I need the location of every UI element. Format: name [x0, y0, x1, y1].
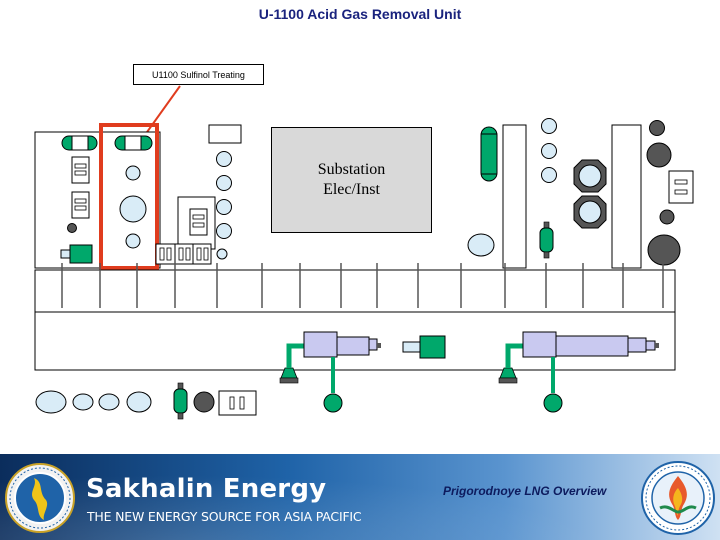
grey-drum-large — [647, 234, 681, 266]
exchanger-pill-left — [61, 135, 98, 151]
vessel-right-large — [467, 233, 495, 257]
pump-green-left — [60, 244, 93, 264]
vessel-column-1 — [216, 151, 232, 167]
grey-drum-1 — [649, 120, 665, 136]
vessel-bottom-3 — [98, 393, 120, 411]
substation-building: Substation Elec/Inst — [271, 127, 432, 233]
vertical-vessel-green — [480, 126, 498, 182]
grey-drum-2 — [646, 142, 672, 168]
vessel-column-4 — [216, 223, 232, 239]
vessel-column-2 — [216, 175, 232, 191]
vessel-right-3 — [541, 167, 557, 183]
exchanger-pill-sulfinol — [114, 135, 153, 151]
filter-vessel-bottom — [173, 382, 188, 420]
vessel-sulfinol-2 — [119, 195, 147, 223]
vessel-bottom-4 — [126, 391, 152, 413]
right-enclosure — [502, 124, 527, 269]
footer-banner: Sakhalin Energy THE NEW ENERGY SOURCE FO… — [0, 454, 720, 540]
vessel-column-5 — [216, 248, 228, 260]
pipe-rack-bents — [61, 263, 664, 308]
sakhalin-seal-icon — [641, 461, 715, 535]
grey-drum-bottom — [193, 391, 215, 413]
sulfinol-callout-label: U1100 Sulfinol Treating — [133, 64, 264, 85]
sulfinol-highlight-box — [99, 123, 159, 270]
diagram-title: U-1100 Acid Gas Removal Unit — [258, 6, 462, 22]
control-panel-b — [71, 191, 90, 219]
footer-shade — [0, 454, 720, 540]
vessel-sulfinol-3 — [125, 233, 141, 249]
pipe-rack-upper — [34, 269, 676, 313]
plot-layout-diagram — [34, 85, 694, 420]
grey-drum-3 — [659, 209, 675, 225]
vessel-column-3 — [216, 199, 232, 215]
compressor-train-1 — [279, 331, 381, 413]
vessel-bottom-2 — [72, 393, 94, 411]
small-shelter — [208, 124, 242, 144]
motor-green-1 — [419, 335, 446, 359]
octagon-tank-1 — [573, 159, 607, 193]
presentation-title: Prigorodnoye LNG Overview — [443, 484, 607, 498]
company-name: Sakhalin Energy — [86, 474, 327, 504]
control-panel-a — [71, 156, 90, 184]
filter-vessel-right — [539, 221, 554, 259]
control-panel-right — [668, 170, 694, 204]
compressor-train-2 — [498, 331, 659, 413]
octagon-tank-2 — [573, 195, 607, 229]
vessel-sulfinol-1 — [125, 165, 141, 181]
right-enclosure-2 — [611, 124, 642, 269]
breaker-row — [155, 243, 212, 265]
sump-drum — [67, 223, 77, 233]
switchgear-panel — [189, 208, 208, 236]
vessel-bottom-1 — [35, 390, 67, 414]
company-tagline: THE NEW ENERGY SOURCE FOR ASIA PACIFIC — [87, 509, 362, 524]
vessel-right-1 — [541, 118, 557, 134]
control-panel-bottom — [218, 390, 257, 416]
vessel-right-2 — [541, 143, 557, 159]
motor-coupling-1 — [402, 341, 421, 353]
sakhalin-emblem-icon — [5, 463, 75, 533]
